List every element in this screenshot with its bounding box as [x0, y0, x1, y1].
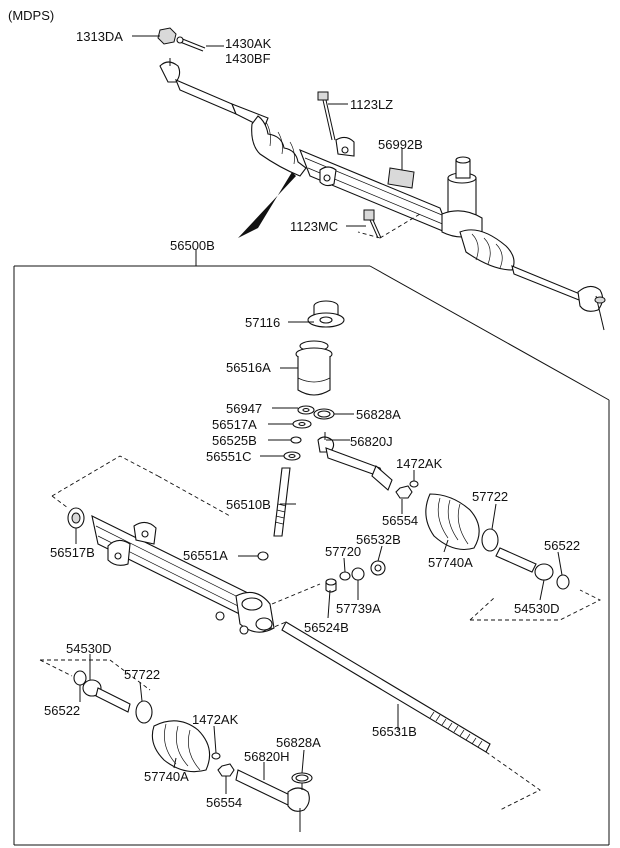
- label-56828A-bottom: 56828A: [276, 735, 321, 750]
- label-57740A-right: 57740A: [428, 555, 473, 570]
- label-56992B: 56992B: [378, 137, 423, 152]
- label-1313DA: 1313DA: [76, 29, 123, 44]
- label-56510B: 56510B: [226, 497, 271, 512]
- label-56525B: 56525B: [212, 433, 257, 448]
- leader-lines: [75, 35, 563, 794]
- label-56554-bottom: 56554: [206, 795, 242, 810]
- label-56820H: 56820H: [244, 749, 290, 764]
- label-1472AK-top: 1472AK: [396, 456, 443, 471]
- part-labels: (MDPS) 1313DA 1430AK 1430BF 1123LZ 56992…: [8, 8, 580, 810]
- label-1430BF: 1430BF: [225, 51, 271, 66]
- detail-parts-illustration: [39, 300, 602, 832]
- label-56522-right: 56522: [544, 538, 580, 553]
- label-56532B: 56532B: [356, 532, 401, 547]
- label-56517A: 56517A: [212, 417, 257, 432]
- label-1472AK-bottom: 1472AK: [192, 712, 239, 727]
- label-56522-left: 56522: [44, 703, 80, 718]
- label-57739A: 57739A: [336, 601, 381, 616]
- header-variant: (MDPS): [8, 8, 54, 23]
- top-assembly-illustration: [157, 27, 606, 331]
- label-56554-top: 56554: [382, 513, 418, 528]
- label-1123MC: 1123MC: [290, 219, 338, 234]
- label-56820J: 56820J: [350, 434, 393, 449]
- label-56524B: 56524B: [304, 620, 349, 635]
- label-57116: 57116: [245, 315, 280, 330]
- label-57720: 57720: [325, 544, 361, 559]
- label-54530D-right: 54530D: [514, 601, 560, 616]
- label-56531B: 56531B: [372, 724, 417, 739]
- label-57740A-left: 57740A: [144, 769, 189, 784]
- label-54530D-left: 54530D: [66, 641, 112, 656]
- label-56517B: 56517B: [50, 545, 95, 560]
- label-56516A: 56516A: [226, 360, 271, 375]
- label-56551A: 56551A: [183, 548, 228, 563]
- label-56947: 56947: [226, 401, 262, 416]
- detail-frame: [13, 265, 610, 846]
- label-57722-left: 57722: [124, 667, 160, 682]
- label-56500B: 56500B: [170, 238, 215, 253]
- label-1430AK: 1430AK: [225, 36, 272, 51]
- label-56828A-top: 56828A: [356, 407, 401, 422]
- label-57722-right: 57722: [472, 489, 508, 504]
- label-1123LZ: 1123LZ: [350, 97, 393, 112]
- label-56551C: 56551C: [206, 449, 252, 464]
